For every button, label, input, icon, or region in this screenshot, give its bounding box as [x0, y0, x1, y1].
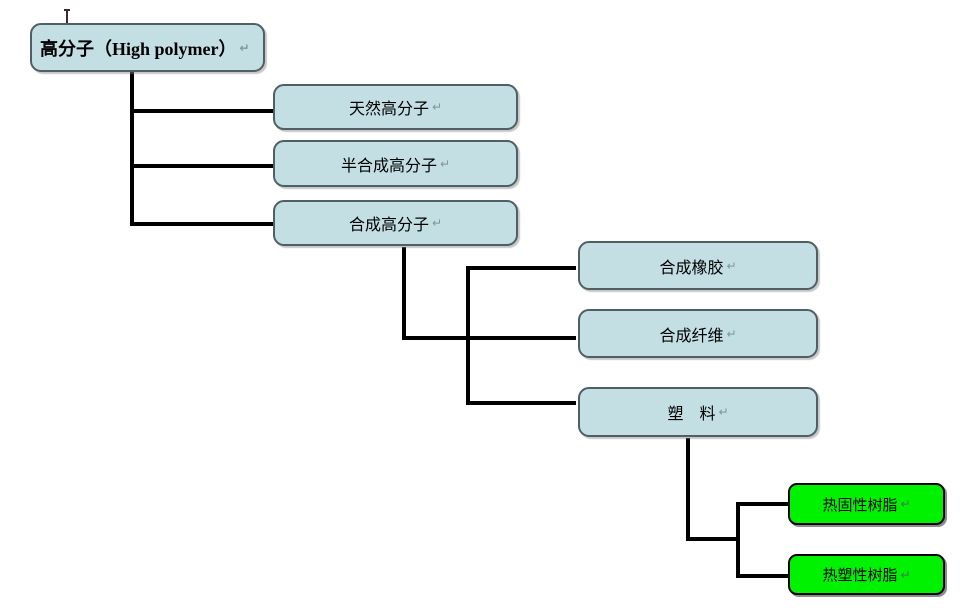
node-high-polymer-label: 高分子（High polymer）	[40, 38, 237, 59]
paragraph-mark-icon: ↵	[900, 497, 911, 511]
node-high-polymer[interactable]: 高分子（High polymer） ↵	[30, 23, 265, 72]
connector-branch-synthetic	[130, 222, 273, 226]
node-natural-polymer-label: 天然高分子	[348, 101, 429, 118]
node-plastic[interactable]: 塑 料 ↵	[578, 387, 818, 437]
node-synthetic-fiber-label: 合成纤维	[659, 327, 724, 345]
connector-synthetic-rail	[466, 266, 470, 405]
connector-synthetic-drop	[402, 247, 406, 340]
paragraph-mark-icon: ↵	[726, 326, 737, 341]
node-plastic-label: 塑 料	[667, 406, 716, 423]
connector-plastic-elbow	[686, 537, 740, 541]
text-cursor	[64, 9, 70, 32]
paragraph-mark-icon: ↵	[900, 567, 911, 582]
node-thermosetting-resin[interactable]: 热固性树脂 ↵	[788, 483, 945, 525]
paragraph-mark-icon: ↵	[718, 405, 729, 419]
node-thermoplastic-resin-label: 热塑性树脂	[822, 568, 898, 584]
node-synthetic-fiber[interactable]: 合成纤维 ↵	[578, 309, 818, 358]
paragraph-mark-icon: ↵	[431, 100, 443, 114]
connector-branch-thermoset	[736, 502, 788, 506]
connector-root-trunk	[130, 72, 134, 226]
connector-branch-semi	[130, 164, 273, 168]
paragraph-mark-icon: ↵	[726, 258, 737, 273]
node-semi-synthetic-polymer-label: 半合成高分子	[340, 157, 437, 175]
connector-branch-natural	[130, 109, 273, 113]
connector-branch-rubber	[466, 266, 576, 270]
connector-branch-fiber	[466, 336, 576, 340]
paragraph-mark-icon: ↵	[431, 216, 443, 230]
node-natural-polymer[interactable]: 天然高分子 ↵	[273, 84, 518, 130]
node-synthetic-rubber[interactable]: 合成橡胶 ↵	[578, 241, 818, 290]
node-semi-synthetic-polymer[interactable]: 半合成高分子 ↵	[273, 140, 518, 187]
connector-plastic-rail	[736, 502, 740, 578]
node-synthetic-rubber-label: 合成橡胶	[659, 259, 724, 277]
node-synthetic-polymer-label: 合成高分子	[348, 217, 429, 234]
node-synthetic-polymer[interactable]: 合成高分子 ↵	[273, 200, 518, 246]
paragraph-mark-icon: ↵	[439, 156, 451, 171]
connector-synthetic-elbow	[402, 336, 470, 340]
node-thermoplastic-resin[interactable]: 热塑性树脂 ↵	[788, 554, 945, 595]
connector-branch-plastic	[466, 401, 576, 405]
connector-plastic-drop	[686, 438, 690, 541]
connector-branch-thermoplastic	[736, 574, 788, 578]
paragraph-mark-icon: ↵	[239, 40, 250, 55]
node-thermosetting-resin-label: 热固性树脂	[822, 497, 898, 514]
